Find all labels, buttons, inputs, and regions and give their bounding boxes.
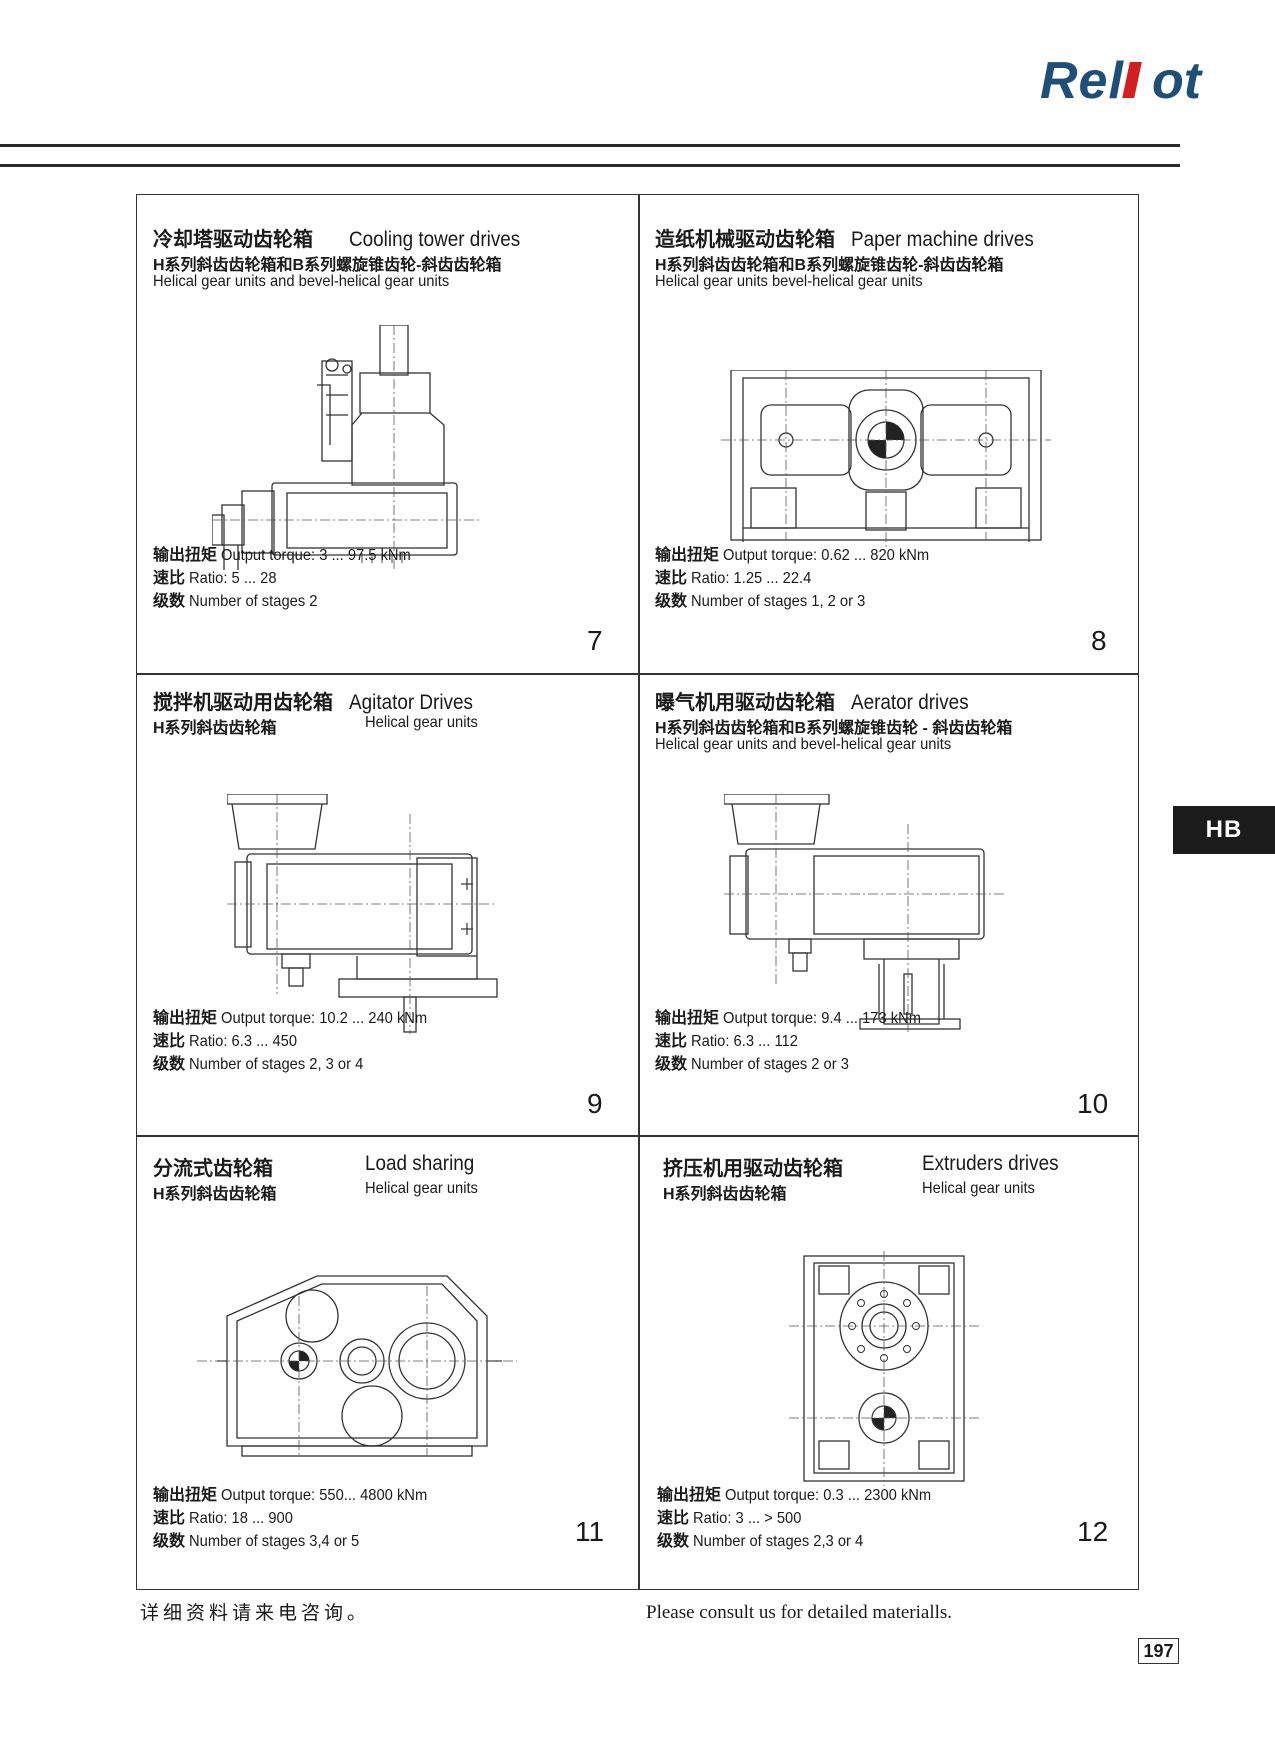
footer-note-en: Please consult us for detailed materiall…	[646, 1602, 953, 1623]
cell-subtitle-cn: H系列斜齿齿轮箱和B系列螺旋锥齿轮 - 斜齿齿轮箱	[655, 720, 1013, 737]
cell-subtitle-cn: H系列斜齿齿轮箱和B系列螺旋锥齿轮-斜齿齿轮箱	[655, 257, 1004, 274]
cell-number: 7	[587, 625, 603, 656]
relot-logo: Rel ot	[1040, 52, 1204, 110]
page-number: 197	[1138, 1638, 1179, 1664]
cell-paper-machine: 造纸机械驱动齿轮箱 Paper machine drives H系列斜齿齿轮箱和…	[639, 195, 1140, 673]
cell-title-cn: 冷却塔驱动齿轮箱	[153, 229, 313, 251]
cell-title-en: Aerator drives	[850, 691, 969, 714]
footer-note-cn: 详细资料请来电咨询。	[140, 1602, 371, 1624]
section-tab-hb[interactable]: HB	[1173, 806, 1275, 854]
stages-label-cn: 级数	[655, 1056, 688, 1073]
ratio: Ratio: 1.25 ... 22.4	[691, 570, 812, 587]
ratio: Ratio: 6.3 ... 450	[189, 1033, 298, 1050]
cell-cooling-tower: 冷却塔驱动齿轮箱 Cooling tower drives H系列斜齿齿轮箱和B…	[137, 195, 638, 673]
cell-title-cn: 挤压机用驱动齿轮箱	[663, 1158, 843, 1180]
output-torque: Output torque: 9.4 ... 173 kNm	[723, 1010, 922, 1027]
output-torque: Output torque: 0.62 ... 820 kNm	[723, 547, 930, 564]
number-of-stages: Number of stages 2	[189, 593, 318, 610]
cell-title-en: Load sharing	[365, 1152, 475, 1175]
ratio-label-cn: 速比	[153, 570, 186, 587]
svg-text:Rel: Rel	[1040, 52, 1124, 110]
cell-title-cn: 搅拌机驱动用齿轮箱	[153, 692, 333, 714]
cell-subtitle-cn: H系列斜齿齿轮箱	[663, 1186, 787, 1203]
cell-subtitle-en: Helical gear units	[922, 1180, 1035, 1197]
cell-aerator: 曝气机用驱动齿轮箱 Aerator drives H系列斜齿齿轮箱和B系列螺旋锥…	[639, 674, 1140, 1135]
cell-title-cn: 造纸机械驱动齿轮箱	[655, 229, 835, 251]
cell-subtitle-en: Helical gear units	[365, 714, 478, 731]
ratio: Ratio: 3 ... > 500	[693, 1510, 802, 1527]
cell-title-en: Paper machine drives	[850, 228, 1034, 251]
cell-title-en: Cooling tower drives	[348, 228, 520, 251]
torque-label-cn: 输出扭矩	[153, 1010, 218, 1027]
cell-subtitle-cn: H系列斜齿齿轮箱	[153, 1186, 277, 1203]
ratio-label-cn: 速比	[655, 570, 688, 587]
cell-agitator: 搅拌机驱动用齿轮箱 Agitator Drives H系列斜齿齿轮箱 Helic…	[137, 674, 638, 1135]
stages-label-cn: 级数	[153, 593, 186, 610]
ratio: Ratio: 5 ... 28	[189, 570, 278, 587]
stages-label-cn: 级数	[153, 1533, 186, 1550]
stages-label-cn: 级数	[655, 593, 688, 610]
cell-subtitle-en: Helical gear units and bevel-helical gea…	[655, 736, 952, 753]
ratio: Ratio: 18 ... 900	[189, 1510, 294, 1527]
cell-number: 11	[575, 1516, 605, 1547]
cooling-tower-gearbox-drawing	[212, 325, 482, 570]
torque-label-cn: 输出扭矩	[153, 1487, 218, 1504]
header-rule-top	[0, 144, 1180, 147]
cell-number: 12	[1077, 1516, 1109, 1547]
svg-text:ot: ot	[1152, 52, 1204, 110]
ratio-label-cn: 速比	[655, 1033, 688, 1050]
extruder-gearbox-drawing	[789, 1251, 979, 1486]
cell-subtitle-en: Helical gear units bevel-helical gear un…	[655, 273, 923, 290]
output-torque: Output torque: 10.2 ... 240 kNm	[221, 1010, 428, 1027]
ratio-label-cn: 速比	[153, 1510, 186, 1527]
cell-number: 8	[1091, 625, 1107, 656]
cell-title-cn: 曝气机用驱动齿轮箱	[655, 692, 835, 714]
number-of-stages: Number of stages 2, 3 or 4	[189, 1056, 364, 1073]
output-torque: Output torque: 3 ... 97.5 kNm	[221, 547, 412, 564]
cell-load-sharing: 分流式齿轮箱 Load sharing H系列斜齿齿轮箱 Helical gea…	[137, 1136, 638, 1591]
header-rule-bottom	[0, 164, 1180, 167]
number-of-stages: Number of stages 2 or 3	[691, 1056, 850, 1073]
torque-label-cn: 输出扭矩	[657, 1487, 722, 1504]
number-of-stages: Number of stages 1, 2 or 3	[691, 593, 866, 610]
agitator-gearbox-drawing	[227, 794, 498, 1034]
torque-label-cn: 输出扭矩	[655, 1010, 720, 1027]
output-torque: Output torque: 550... 4800 kNm	[221, 1487, 428, 1504]
cell-number: 9	[587, 1088, 603, 1119]
cell-title-cn: 分流式齿轮箱	[153, 1158, 273, 1180]
stages-label-cn: 级数	[657, 1533, 690, 1550]
torque-label-cn: 输出扭矩	[655, 547, 720, 564]
application-grid: 冷却塔驱动齿轮箱 Cooling tower drives H系列斜齿齿轮箱和B…	[136, 194, 1139, 1590]
aerator-gearbox-drawing	[724, 794, 1004, 1034]
number-of-stages: Number of stages 2,3 or 4	[693, 1533, 864, 1550]
cell-title-en: Extruders drives	[922, 1152, 1059, 1175]
cell-subtitle-en: Helical gear units	[365, 1180, 478, 1197]
number-of-stages: Number of stages 3,4 or 5	[189, 1533, 360, 1550]
ratio-label-cn: 速比	[657, 1510, 690, 1527]
cell-subtitle-en: Helical gear units and bevel-helical gea…	[153, 273, 450, 290]
paper-machine-gearbox-drawing	[721, 370, 1051, 550]
cell-title-en: Agitator Drives	[348, 691, 473, 714]
ratio: Ratio: 6.3 ... 112	[691, 1033, 799, 1050]
stages-label-cn: 级数	[153, 1056, 186, 1073]
ratio-label-cn: 速比	[153, 1033, 186, 1050]
output-torque: Output torque: 0.3 ... 2300 kNm	[725, 1487, 932, 1504]
torque-label-cn: 输出扭矩	[153, 547, 218, 564]
cell-subtitle-cn: H系列斜齿齿轮箱和B系列螺旋锥齿轮-斜齿齿轮箱	[153, 257, 502, 274]
cell-extruders: 挤压机用驱动齿轮箱 Extruders drives H系列斜齿齿轮箱 Heli…	[639, 1136, 1140, 1591]
cell-subtitle-cn: H系列斜齿齿轮箱	[153, 720, 277, 737]
load-sharing-gearbox-drawing	[197, 1275, 517, 1457]
cell-number: 10	[1077, 1088, 1109, 1119]
